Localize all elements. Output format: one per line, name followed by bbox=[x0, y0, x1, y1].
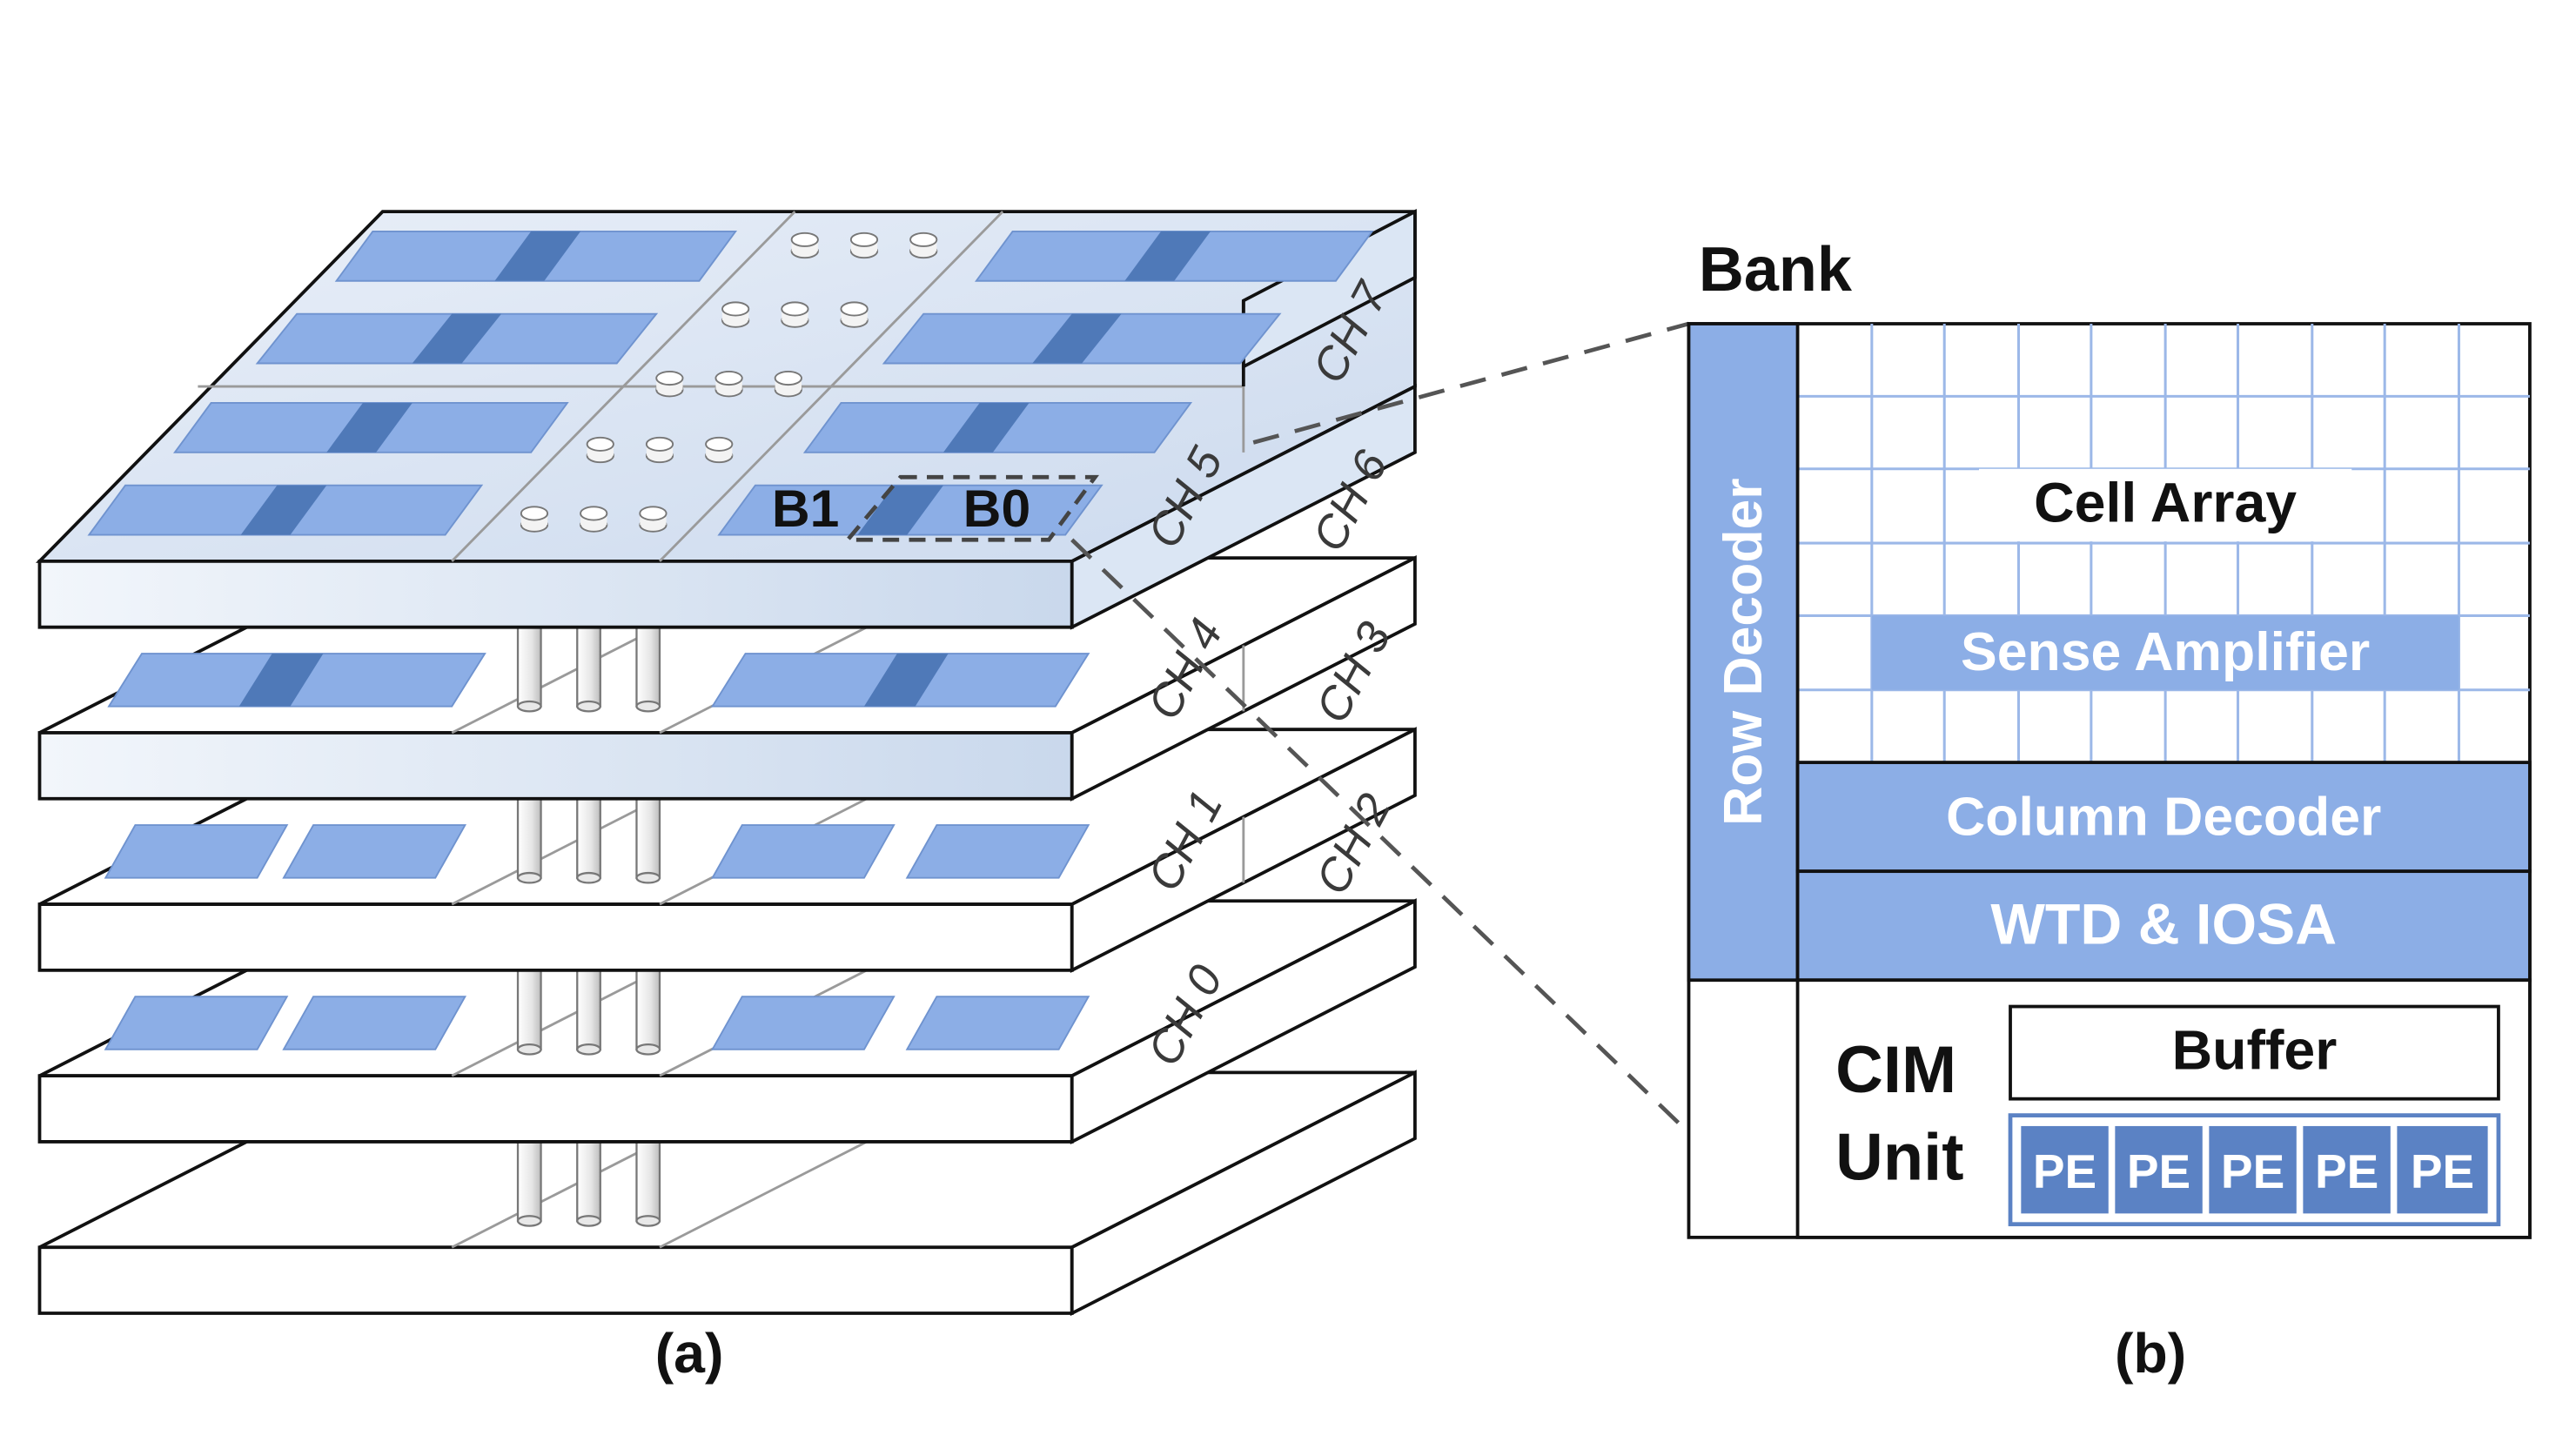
pe-cell bbox=[2301, 1124, 2392, 1216]
stack-figure: CH 0 CH 1 CH 2 bbox=[35, 209, 1417, 1385]
pe-label: PE bbox=[2033, 1144, 2096, 1198]
layer-top: CH 7 CH 5 CH 6 B1 B0 bbox=[35, 209, 1417, 630]
wtd-iosa-label: WTD & IOSA bbox=[1990, 893, 2337, 957]
pe-array: PE PE PE PE PE bbox=[2019, 1124, 2490, 1216]
tsv-pillars-3 bbox=[516, 969, 661, 1056]
zoom-lines bbox=[1070, 321, 1800, 1239]
bank-detail: Bank Cell Array Sense Amplifier bbox=[1687, 235, 2532, 1385]
row-decoder-label: Row Decoder bbox=[1713, 478, 1774, 825]
sense-amplifier-label: Sense Amplifier bbox=[1961, 621, 2370, 682]
cim-unit-label-line1: CIM bbox=[1835, 1033, 1956, 1107]
pe-cell bbox=[2019, 1124, 2110, 1216]
buffer-label: Buffer bbox=[2172, 1019, 2338, 1082]
bank-highlight-box bbox=[842, 474, 1099, 542]
pe-cell bbox=[2395, 1124, 2490, 1216]
pe-cell bbox=[2113, 1124, 2204, 1216]
cim-unit-label-line2: Unit bbox=[1835, 1121, 1963, 1195]
tsv-pads bbox=[520, 231, 938, 533]
wtd-iosa-block bbox=[1795, 869, 2532, 983]
buffer-block bbox=[2009, 1004, 2500, 1101]
column-decoder-label: Column Decoder bbox=[1946, 786, 2381, 847]
sense-amplifier-block bbox=[1871, 615, 2459, 690]
column-decoder-block bbox=[1795, 761, 2532, 874]
pe-label: PE bbox=[2221, 1144, 2284, 1198]
pe-label: PE bbox=[2127, 1144, 2190, 1198]
cell-array-label: Cell Array bbox=[2034, 471, 2297, 533]
pe-label: PE bbox=[2315, 1144, 2378, 1198]
pe-cell bbox=[2207, 1124, 2298, 1216]
bank-b1-label: B1 bbox=[772, 479, 840, 538]
tsv-pillars-1 bbox=[516, 626, 661, 713]
tsv-pillars-4 bbox=[516, 1140, 661, 1227]
row-decoder-block bbox=[1687, 322, 1800, 983]
caption-a: (a) bbox=[655, 1322, 724, 1385]
pe-label: PE bbox=[2411, 1144, 2474, 1198]
bank-b0-label: B0 bbox=[963, 479, 1031, 538]
tsv-pillars-2 bbox=[516, 797, 661, 884]
caption-b: (b) bbox=[2115, 1322, 2186, 1385]
bank-title: Bank bbox=[1699, 235, 1853, 305]
